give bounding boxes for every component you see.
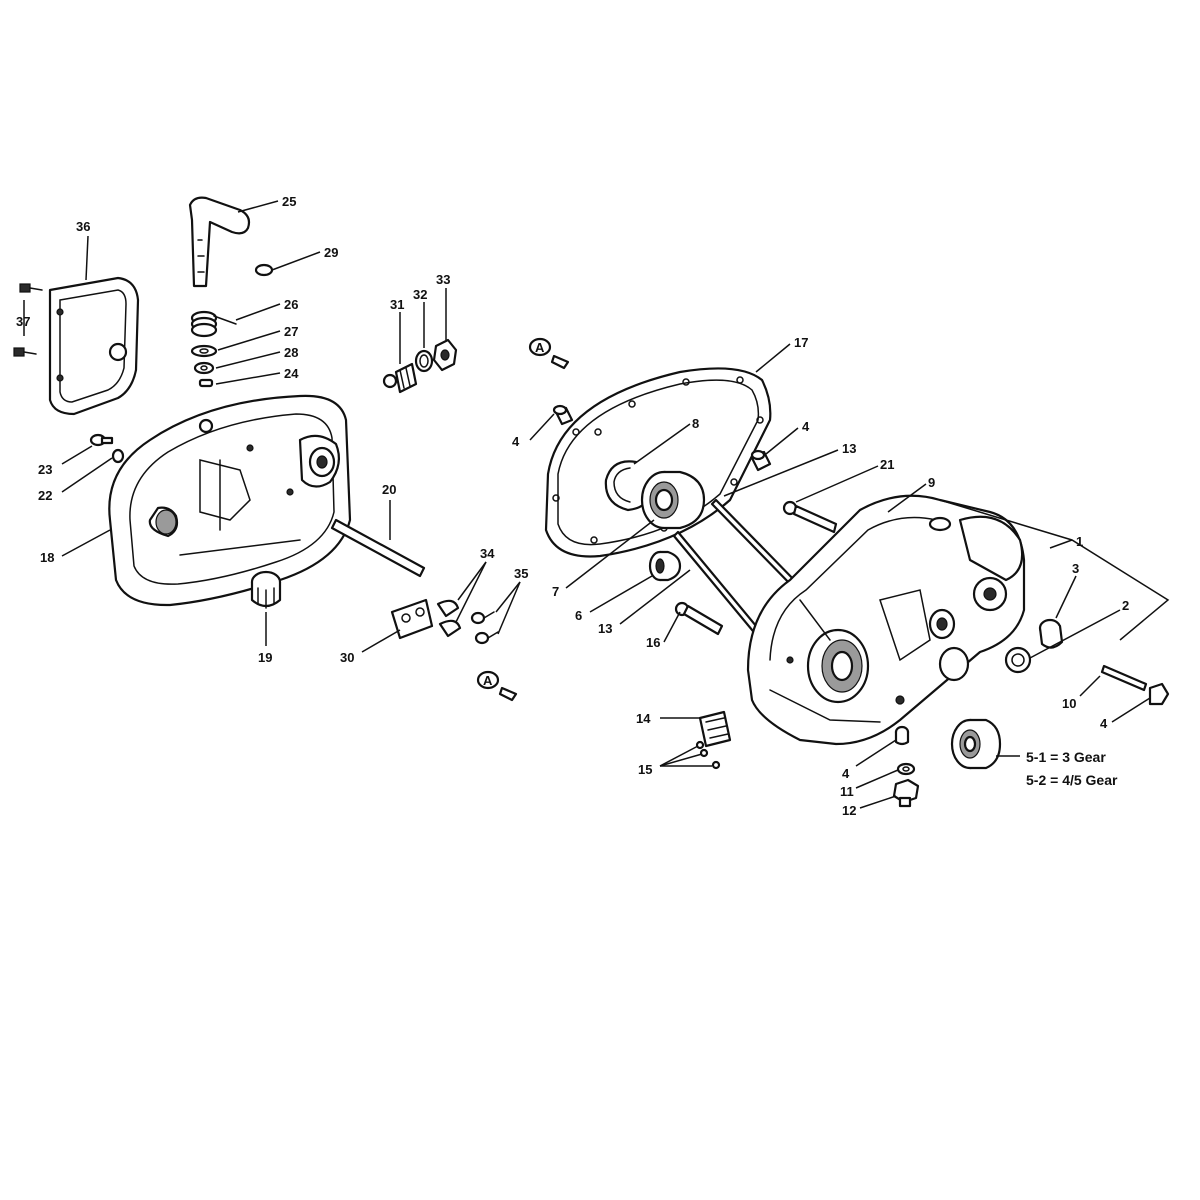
seal-2	[1004, 646, 1032, 674]
drain-plug-12	[892, 778, 920, 808]
shaft-20	[330, 518, 426, 578]
callout-6: 6	[575, 608, 582, 623]
callout-23: 23	[38, 462, 52, 477]
cover-plate-36	[48, 276, 140, 416]
ball-bearing-7	[640, 470, 706, 530]
pin-24	[198, 378, 214, 388]
callout-13-upper: 13	[842, 441, 856, 456]
dowel-4-mid	[750, 449, 772, 472]
callout-26: 26	[284, 297, 298, 312]
dowel-4-left	[552, 404, 574, 426]
clip-34	[436, 599, 462, 638]
callout-17: 17	[794, 335, 808, 350]
callout-37: 37	[16, 314, 30, 329]
callout-12: 12	[842, 803, 856, 818]
washer-11	[896, 762, 916, 776]
callout-20: 20	[382, 482, 396, 497]
callout-4-left: 4	[512, 434, 520, 449]
crankcase-cover-18	[108, 394, 352, 607]
callout-4-mid: 4	[802, 419, 810, 434]
callout-labels: 36 37 25 29 26 27 28 24 31 32 33 23 22 1…	[16, 194, 1129, 818]
oil-seal-6	[648, 550, 682, 582]
callout-9: 9	[928, 475, 935, 490]
leader-lines	[23, 200, 1170, 809]
svg-text:A: A	[483, 673, 493, 688]
callout-7: 7	[552, 584, 559, 599]
callout-24: 24	[284, 366, 299, 381]
lever-shaft-25	[188, 196, 251, 288]
callout-32: 32	[413, 287, 427, 302]
o-ring-32	[414, 349, 434, 373]
nut-33	[432, 338, 458, 372]
clip-29	[254, 263, 274, 277]
washer-28	[193, 361, 215, 375]
callout-16: 16	[646, 635, 660, 650]
filter-screen-14	[698, 710, 732, 748]
callout-28: 28	[284, 345, 298, 360]
crankcase-1	[746, 494, 1026, 746]
callout-4-right: 4	[1100, 716, 1108, 731]
callout-4-lower: 4	[842, 766, 850, 781]
spring-26	[190, 310, 237, 338]
callout-35: 35	[514, 566, 528, 581]
callout-18: 18	[40, 550, 54, 565]
needle-bearing-19	[250, 570, 282, 609]
gear-note-3: 5-1 = 3 Gear	[1026, 749, 1106, 765]
callout-11: 11	[840, 784, 854, 799]
gasket-17	[544, 367, 772, 558]
callout-25: 25	[282, 194, 296, 209]
direction-arrow-top: A	[528, 337, 570, 370]
bolt-23	[89, 433, 114, 447]
washer-27	[190, 344, 218, 358]
direction-arrow-bottom: A	[476, 670, 518, 702]
callout-22: 22	[38, 488, 52, 503]
callout-13-lower: 13	[598, 621, 612, 636]
screw-37	[13, 283, 43, 357]
callout-34: 34	[480, 546, 495, 561]
callout-27: 27	[284, 324, 298, 339]
callout-21: 21	[880, 457, 894, 472]
plate-30	[390, 598, 434, 640]
callout-29: 29	[324, 245, 338, 260]
washer-22	[111, 448, 125, 464]
callout-33: 33	[436, 272, 450, 287]
adjuster-31	[382, 362, 418, 394]
callout-36: 36	[76, 219, 90, 234]
callout-19: 19	[258, 650, 272, 665]
bearing-5	[950, 718, 1002, 770]
callout-14: 14	[636, 711, 651, 726]
screw-35	[470, 611, 499, 645]
bolt-21	[782, 500, 838, 534]
svg-text:A: A	[535, 340, 545, 355]
callout-30: 30	[340, 650, 354, 665]
bush-3	[1038, 618, 1064, 649]
pins-15	[695, 740, 721, 770]
callout-10: 10	[1062, 696, 1076, 711]
callout-8: 8	[692, 416, 699, 431]
callout-15: 15	[638, 762, 652, 777]
gear-note-45: 5-2 = 4/5 Gear	[1026, 772, 1118, 788]
callout-1: 1	[1076, 534, 1083, 549]
callout-3: 3	[1072, 561, 1079, 576]
circlip-8	[604, 460, 648, 512]
callout-31: 31	[390, 297, 404, 312]
callout-2: 2	[1122, 598, 1129, 613]
pin-10	[1100, 664, 1148, 692]
bolt-16	[674, 601, 724, 636]
dowel-4-lower	[894, 725, 910, 746]
nut-4-right	[1148, 682, 1170, 706]
